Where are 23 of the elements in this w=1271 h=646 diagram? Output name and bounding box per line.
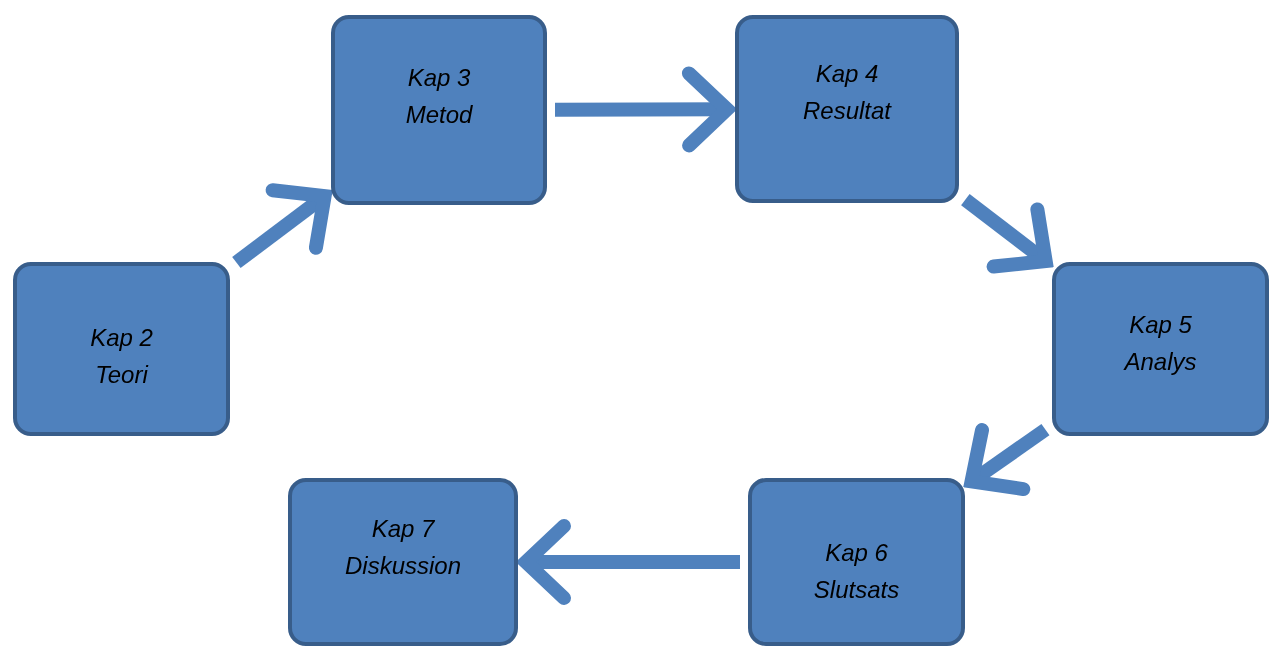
node-label: Kap 2 bbox=[90, 323, 153, 353]
node-label: Kap 5 bbox=[1129, 310, 1192, 340]
arrow bbox=[554, 66, 734, 153]
node-label: Kap 6 bbox=[825, 538, 888, 568]
process-box bbox=[13, 262, 230, 436]
arrow bbox=[961, 194, 1053, 274]
node-label: Kap 7 bbox=[371, 514, 435, 544]
node-label: Metod bbox=[405, 100, 473, 130]
node-label: Kap 4 bbox=[815, 59, 879, 89]
process-box bbox=[748, 478, 965, 646]
process-box bbox=[288, 478, 518, 646]
node-label: Analys bbox=[1124, 347, 1197, 377]
arrow bbox=[232, 183, 332, 269]
arrow bbox=[519, 519, 740, 605]
node-label: Slutsats bbox=[813, 575, 900, 605]
arrow bbox=[964, 423, 1050, 497]
node-label: Kap 3 bbox=[407, 63, 471, 93]
node-label: Diskussion bbox=[344, 551, 461, 581]
process-box bbox=[331, 15, 547, 205]
process-box bbox=[735, 15, 959, 203]
process-box bbox=[1052, 262, 1269, 436]
node-label: Teori bbox=[95, 360, 148, 390]
node-label: Resultat bbox=[802, 96, 891, 126]
